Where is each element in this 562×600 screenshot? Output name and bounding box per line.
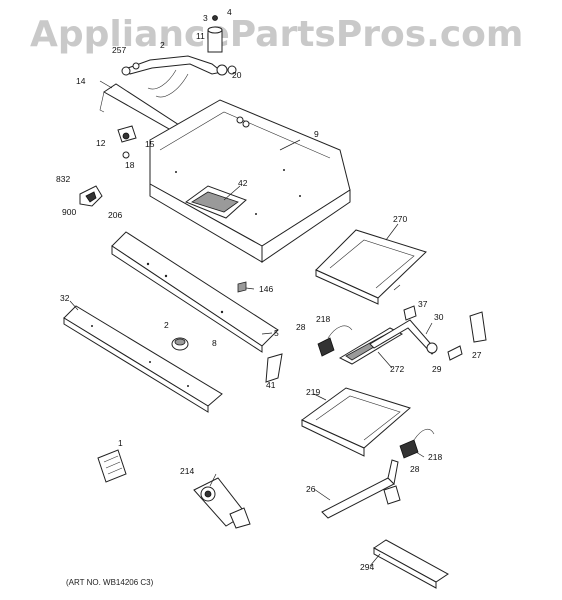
broiler-tray-270 [315, 229, 427, 305]
part-label: 32 [60, 293, 70, 303]
bracket-41 [265, 353, 283, 383]
part-label: 37 [418, 299, 428, 309]
part-label: 832 [56, 174, 70, 184]
part-label: 30 [434, 312, 444, 322]
valve-switch-214 [193, 477, 251, 529]
burner-box [149, 99, 351, 263]
part-label: 206 [108, 210, 122, 220]
part-label: 900 [62, 207, 76, 217]
part-label: 294 [360, 562, 374, 572]
part-label: 41 [266, 380, 276, 390]
part-label: 11 [196, 31, 205, 41]
part-label: 28 [296, 322, 306, 332]
part-label: 12 [96, 138, 106, 148]
part-label: 146 [259, 284, 273, 294]
part-label: 42 [238, 178, 248, 188]
part-label: 9 [314, 129, 319, 139]
burner-tube-26 [321, 459, 401, 519]
instruction-card-1 [97, 449, 127, 483]
part-label: 15 [145, 139, 155, 149]
shield-294 [373, 539, 449, 589]
part-label: 8 [212, 338, 217, 348]
igniter-218-upper [317, 325, 353, 357]
part-label: 218 [428, 452, 442, 462]
part-label: 218 [316, 314, 330, 324]
part-label: 27 [472, 350, 482, 360]
valve-assembly [117, 125, 137, 159]
part-label: 28 [410, 464, 420, 474]
watermark-logo: AppliancePartsPros.com [30, 14, 524, 55]
part-label: 18 [125, 160, 135, 170]
part-label: 257 [112, 45, 126, 55]
knob-2 [171, 337, 189, 351]
part-label: 214 [180, 466, 194, 476]
part-label: 272 [390, 364, 404, 374]
part-label: 26 [306, 484, 316, 494]
part-label: 270 [393, 214, 407, 224]
art-number-caption: (ART NO. WB14206 C3) [66, 578, 154, 587]
igniter-218-lower [399, 428, 435, 459]
gas-pipe-assembly [369, 305, 487, 361]
leader-lines [69, 80, 433, 567]
part-label: 5 [274, 328, 279, 338]
part-label: 4 [227, 7, 232, 17]
kick-panel-32 [63, 305, 223, 413]
part-label: 3 [203, 13, 208, 23]
broil-pan-219 [301, 387, 412, 457]
part-label: 2 [164, 320, 169, 330]
manifold-panel [111, 231, 279, 353]
part-number-labels: 3 4 257 2 11 14 20 9 12 15 18 42 832 900… [56, 7, 482, 572]
igniter-module-900 [79, 185, 103, 207]
part-label: 20 [232, 70, 242, 80]
part-label: 14 [76, 76, 86, 86]
part-label: 29 [432, 364, 442, 374]
part-label: 2 [160, 40, 165, 50]
part-label: 219 [306, 387, 320, 397]
part-label: 1 [118, 438, 123, 448]
